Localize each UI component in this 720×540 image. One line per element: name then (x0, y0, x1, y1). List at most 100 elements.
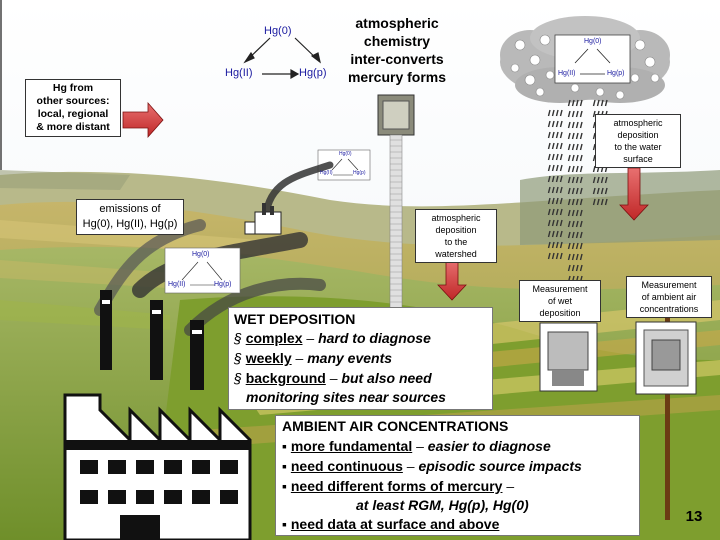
bullet-key: need data at surface and above (290, 516, 500, 532)
bullet-desc: but also need (341, 370, 432, 386)
rain-streaks (547, 99, 608, 294)
sampler-tower (377, 94, 415, 331)
rain-streak (596, 176, 600, 184)
mid-cycle-hgp: Hg(p) (353, 170, 366, 176)
rain-streak (555, 153, 559, 161)
rain-streak (592, 165, 596, 173)
rain-streak (575, 253, 579, 261)
lower-cycle-hgp: Hg(p) (214, 281, 232, 288)
bullet-key: more fundamental (290, 438, 413, 454)
rain-streak (575, 187, 579, 195)
rain-streak (567, 154, 571, 162)
chemistry-line: mercury forms (347, 69, 447, 85)
rain-streak (571, 143, 575, 151)
rain-streak (567, 132, 571, 140)
rain-streak (579, 165, 583, 173)
rain-streak (555, 252, 559, 260)
rain-streak (559, 241, 563, 249)
water-deposition-box: atmospheric deposition to the water surf… (595, 114, 681, 168)
rain-streak (551, 241, 555, 249)
water-deposition-line: atmospheric (613, 118, 663, 128)
bullet-desc: many events (307, 350, 393, 366)
rain-streak (592, 176, 596, 184)
page-number: 13 (685, 508, 703, 525)
ambient-air-title: AMBIENT AIR CONCENTRATIONS (282, 418, 509, 434)
other-sources-line: local, regional (37, 108, 109, 120)
ambient-air-bullet: ▪ more fundamental – easier to diagnose (282, 438, 551, 454)
rain-streak (604, 198, 608, 206)
bullet-key: complex (245, 330, 303, 346)
rain-streak (551, 208, 555, 216)
rain-streak (575, 110, 579, 118)
rain-streak (559, 131, 563, 139)
rain-streak (555, 230, 559, 238)
top-cycle-hg2: Hg(II) (225, 67, 253, 79)
water-deposition-line: surface (623, 154, 653, 164)
rain-streak (592, 198, 596, 206)
lower-chem-box (164, 247, 241, 294)
rain-streak (592, 132, 596, 140)
rain-streak (547, 186, 551, 194)
other-sources-line: & more distant (36, 121, 110, 133)
watershed-deposition-box: atmospheric deposition to the watershed (415, 209, 497, 263)
rain-streak (567, 198, 571, 206)
rain-streak (604, 187, 608, 195)
chemistry-text: atmospheric chemistry inter-converts mer… (332, 14, 462, 86)
rain-streak (571, 209, 575, 217)
wet-measurement-line: of wet (547, 296, 572, 306)
rain-streak (567, 264, 571, 272)
wet-measurement-line: deposition (539, 308, 581, 318)
red-arrows (122, 101, 649, 301)
rain-streak (559, 142, 563, 150)
rain-streak (571, 253, 575, 261)
rain-streak (559, 164, 563, 172)
ambient-air-bullet: ▪ need different forms of mercury – (282, 478, 515, 494)
mid-cycle-hg2: Hg(II) (320, 170, 333, 176)
rain-streak (592, 187, 596, 195)
watershed-deposition-line: atmospheric (431, 213, 481, 223)
wet-measurement-line: Measurement (532, 284, 588, 294)
rain-streak (604, 99, 608, 107)
rain-streak (551, 153, 555, 161)
chemistry-line: chemistry (363, 33, 431, 49)
rain-streak (600, 198, 604, 206)
rain-streak (567, 231, 571, 239)
rain-streak (551, 142, 555, 150)
rain-streak (579, 132, 583, 140)
rain-streak (571, 220, 575, 228)
lower-cycle-hg2: Hg(II) (168, 281, 186, 288)
bullet-key: background (245, 370, 326, 386)
wet-measurement-box: Measurement of wet deposition (519, 280, 601, 322)
rain-streak (555, 186, 559, 194)
wet-deposition-title: WET DEPOSITION (234, 311, 356, 327)
rain-streak (555, 131, 559, 139)
rain-streak (547, 153, 551, 161)
rain-streak (547, 197, 551, 205)
rain-streak (575, 165, 579, 173)
cloud-cycle-hgp: Hg(p) (607, 70, 625, 77)
rain-streak (551, 230, 555, 238)
rain-streak (579, 220, 583, 228)
bullet-desc: episodic source impacts (418, 458, 582, 474)
rain-streak (575, 242, 579, 250)
watershed-deposition-line: deposition (435, 225, 477, 235)
rain-streak (571, 121, 575, 129)
bullet-desc: hard to diagnose (318, 330, 431, 346)
rain-streak (551, 219, 555, 227)
rain-streak (555, 219, 559, 227)
air-measurement-line: concentrations (639, 304, 699, 314)
rain-streak (547, 219, 551, 227)
rain-streak (604, 176, 608, 184)
rain-streak (551, 186, 555, 194)
rain-streak (575, 264, 579, 272)
cloud-cycle-hg2: Hg(II) (558, 70, 576, 77)
air-measurement-box: Measurement of ambient air concentration… (626, 276, 712, 318)
rain-streak (579, 121, 583, 129)
rain-streak (579, 198, 583, 206)
rain-streak (555, 164, 559, 172)
rain-streak (567, 253, 571, 261)
rain-streak (592, 110, 596, 118)
rain-streak (579, 154, 583, 162)
rain-streak (600, 176, 604, 184)
wet-deposition-bullet: § background – but also need (234, 370, 432, 386)
